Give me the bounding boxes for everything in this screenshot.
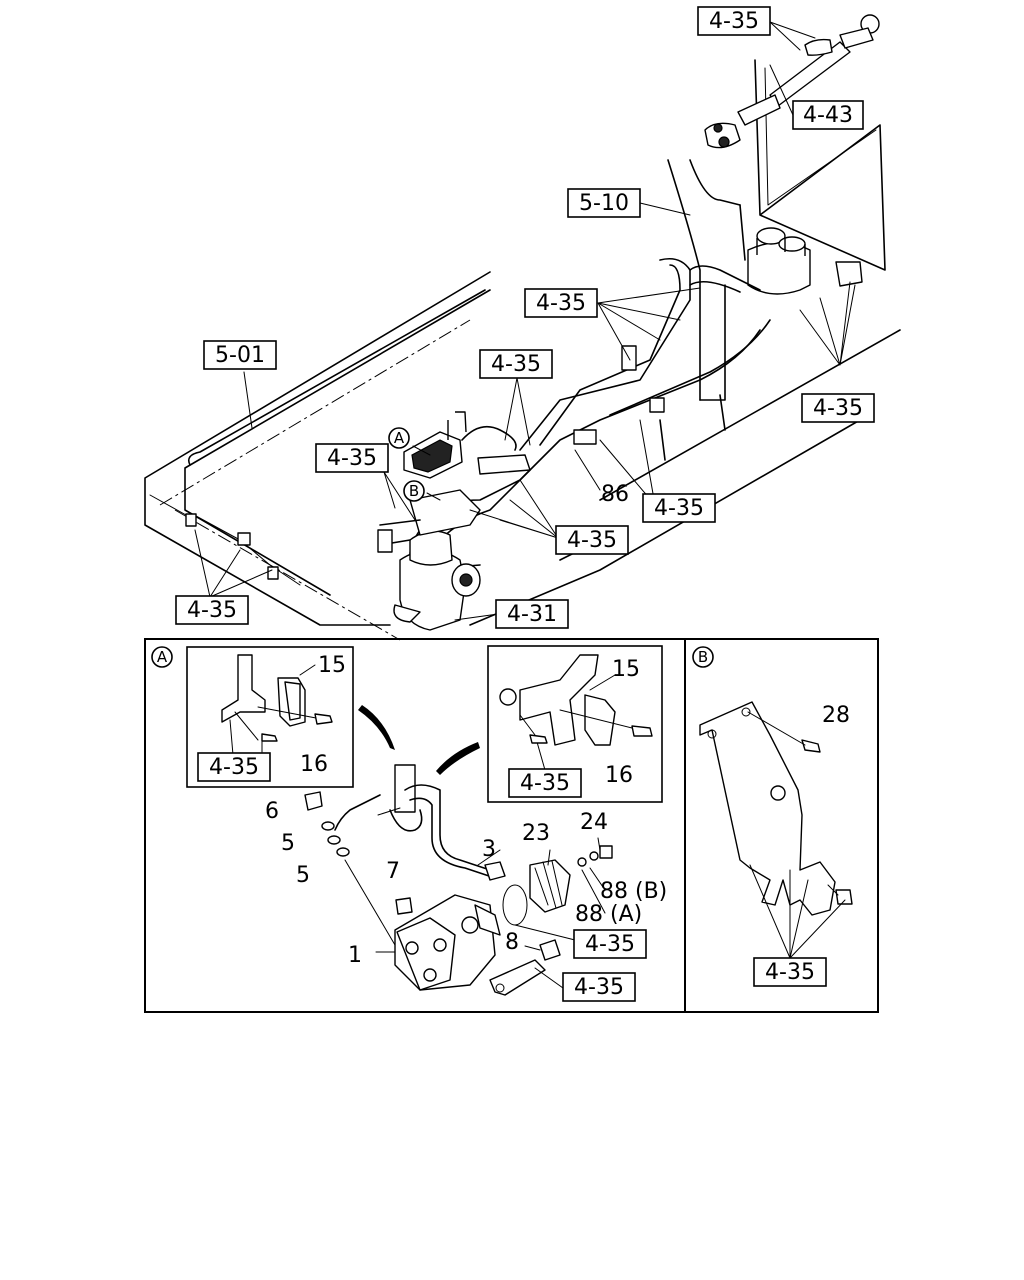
- callout-4-35-e[interactable]: 4-35: [642, 493, 716, 523]
- detail-a-callout-mid[interactable]: 4-35: [573, 929, 647, 959]
- callout-4-35-c[interactable]: 4-35: [801, 393, 875, 423]
- callout-4-35-d[interactable]: 4-35: [315, 443, 389, 473]
- detail-b-leaders: [749, 864, 846, 959]
- part-88b-label: 88 (B): [600, 879, 667, 904]
- svg-text:15: 15: [612, 657, 640, 682]
- svg-text:A: A: [157, 648, 168, 666]
- part-23-label: 23: [522, 821, 550, 846]
- chassis-frame-drawing: [144, 14, 901, 641]
- svg-text:4-35: 4-35: [536, 291, 586, 316]
- svg-text:4-43: 4-43: [803, 103, 853, 128]
- part-5a-label: 5: [281, 831, 295, 856]
- detail-a-panel: A 15 16 4-35 15 16 4: [151, 645, 667, 1002]
- svg-text:B: B: [409, 482, 419, 500]
- callout-4-35-top[interactable]: 4-35: [697, 6, 771, 36]
- part-3-label: 3: [482, 837, 496, 862]
- upper-leader-lines: [194, 21, 856, 621]
- svg-text:4-35: 4-35: [574, 975, 624, 1000]
- part-24-label: 24: [580, 810, 608, 835]
- svg-text:4-35: 4-35: [709, 9, 759, 34]
- svg-text:B: B: [698, 648, 708, 666]
- detail-b-marker: B: [692, 646, 714, 668]
- part-86-label: 86: [601, 482, 629, 507]
- detail-b-bracket-drawing: [699, 701, 853, 916]
- part-88a-label: 88 (A): [575, 902, 642, 927]
- detail-a-inset-left: 15 16 4-35: [186, 646, 354, 788]
- callout-4-31[interactable]: 4-31: [495, 599, 569, 629]
- svg-text:4-35: 4-35: [187, 598, 237, 623]
- part-8-label: 8: [505, 930, 519, 955]
- detail-a-inset-right: 15 16 4-35: [487, 645, 663, 803]
- callout-5-01[interactable]: 5-01: [203, 340, 277, 370]
- svg-text:15: 15: [318, 653, 346, 678]
- svg-text:16: 16: [300, 752, 328, 777]
- callout-4-35-a[interactable]: 4-35: [524, 288, 598, 318]
- svg-text:A: A: [394, 429, 405, 447]
- svg-text:16: 16: [605, 763, 633, 788]
- callout-4-43[interactable]: 4-43: [792, 100, 864, 130]
- detail-a-arrow-right: [436, 742, 480, 775]
- svg-text:86: 86: [601, 482, 629, 507]
- svg-text:5-10: 5-10: [579, 191, 629, 216]
- callout-4-35-b[interactable]: 4-35: [479, 349, 553, 379]
- detail-b-callout[interactable]: 4-35: [753, 957, 827, 987]
- detail-a-callout-low[interactable]: 4-35: [562, 972, 636, 1002]
- callout-5-10[interactable]: 5-10: [567, 188, 641, 218]
- svg-text:5-01: 5-01: [215, 343, 265, 368]
- svg-text:4-35: 4-35: [654, 496, 704, 521]
- detail-a-leaders: [344, 807, 606, 989]
- detail-panels-frame: [144, 638, 879, 1013]
- part-7-label: 7: [386, 859, 400, 884]
- marker-b-upper: B: [403, 480, 425, 502]
- part-1-label: 1: [348, 943, 362, 968]
- marker-a-upper: A: [388, 427, 410, 449]
- svg-text:4-35: 4-35: [520, 771, 570, 796]
- detail-b-panel: B 28 4-35: [692, 646, 853, 987]
- detail-a-pump-drawing: [304, 764, 613, 996]
- svg-text:4-35: 4-35: [813, 396, 863, 421]
- callout-4-35-g[interactable]: 4-35: [175, 595, 249, 625]
- part-5b-label: 5: [296, 863, 310, 888]
- svg-text:4-35: 4-35: [585, 932, 635, 957]
- part-28-label: 28: [822, 703, 850, 728]
- part-6-label: 6: [265, 799, 279, 824]
- detail-a-marker: A: [151, 646, 173, 668]
- svg-text:4-35: 4-35: [765, 960, 815, 985]
- svg-text:4-35: 4-35: [567, 528, 617, 553]
- svg-text:4-31: 4-31: [507, 602, 557, 627]
- callout-4-35-f[interactable]: 4-35: [555, 525, 629, 555]
- detail-a-arrow-left: [358, 705, 395, 750]
- svg-text:4-35: 4-35: [209, 755, 259, 780]
- svg-text:4-35: 4-35: [327, 446, 377, 471]
- svg-text:4-35: 4-35: [491, 352, 541, 377]
